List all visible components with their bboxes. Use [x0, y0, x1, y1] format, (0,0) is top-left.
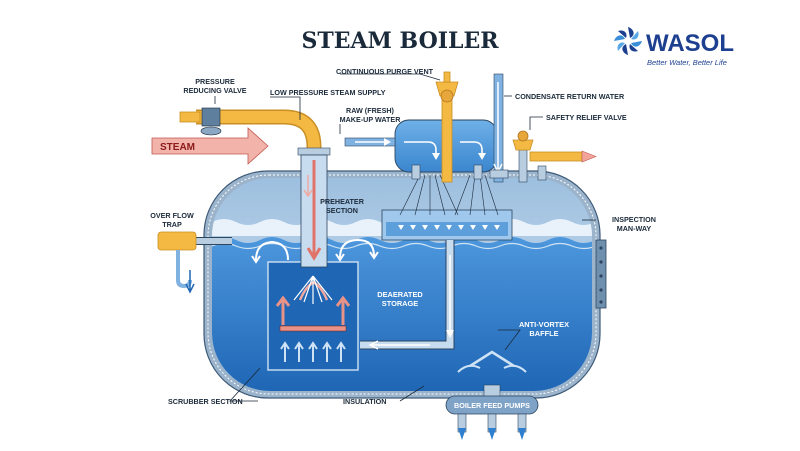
boiler-feed-pumps: [445, 384, 539, 440]
label-inspection-2: MAN-WAY: [617, 224, 652, 233]
label-preheater-2: SECTION: [326, 206, 358, 215]
label-deaerated-2: STORAGE: [382, 299, 418, 308]
circulation-arrows-left: [251, 241, 289, 264]
label-low-pressure-steam: LOW PRESSURE STEAM SUPPLY: [270, 88, 386, 97]
inspection-manway: [595, 239, 607, 309]
circulation-arrows-right: [335, 239, 379, 262]
label-overflow-1: OVER FLOW: [150, 211, 194, 220]
brand-tagline: Better Water, Better Life: [647, 58, 727, 67]
label-pressure-reducing-1: PRESSURE: [195, 77, 235, 86]
label-continuous-purge: CONTINUOUS PURGE VENT: [336, 67, 434, 76]
scrubber-section: [267, 261, 359, 371]
label-condensate-return: CONDENSATE RETURN WATER: [515, 92, 625, 101]
boiler-vessel: [203, 170, 601, 399]
label-pressure-reducing-2: REDUCING VALVE: [183, 86, 246, 95]
label-overflow-2: TRAP: [162, 220, 182, 229]
labels: PRESSURE REDUCING VALVE LOW PRESSURE STE…: [150, 67, 656, 410]
leader-lines: [214, 73, 596, 402]
anti-vortex-baffle: [457, 350, 527, 373]
internal-transfer-pipe: [360, 240, 455, 350]
preheater-section: [381, 174, 513, 241]
label-insulation: INSULATION: [343, 397, 386, 406]
label-safety-relief: SAFETY RELIEF VALVE: [546, 113, 627, 122]
steam-downcomer: [300, 154, 328, 268]
logo-swirl-icon: [614, 27, 642, 55]
page-title: STEAM BOILER: [301, 28, 499, 54]
steam-arrow: STEAM: [151, 127, 269, 165]
label-raw-makeup-2: MAKE-UP WATER: [340, 115, 402, 124]
label-preheater-1: PREHEATER: [320, 197, 365, 206]
condensate-return-pipe: [489, 73, 509, 183]
wasol-logo: WASOL Better Water, Better Life: [614, 27, 734, 67]
steam-label: STEAM: [160, 142, 195, 153]
brand-name: WASOL: [646, 30, 734, 57]
continuous-purge-vent: [435, 71, 459, 183]
label-feed-pumps: BOILER FEED PUMPS: [454, 401, 530, 410]
label-deaerated-1: DEAERATED: [377, 290, 423, 299]
label-scrubber: SCRUBBER SECTION: [168, 397, 243, 406]
label-anti-vortex-2: BAFFLE: [529, 329, 558, 338]
overflow-trap: [157, 231, 232, 294]
low-pressure-steam-pipe: [196, 109, 331, 156]
label-raw-makeup-1: RAW (FRESH): [346, 106, 395, 115]
raw-makeup-water-pipe: [344, 137, 486, 160]
label-inspection-1: INSPECTION: [612, 215, 656, 224]
pressure-reducing-valve: [179, 107, 222, 136]
label-anti-vortex-1: ANTI-VORTEX: [519, 320, 569, 329]
safety-relief-valve: [512, 130, 597, 183]
